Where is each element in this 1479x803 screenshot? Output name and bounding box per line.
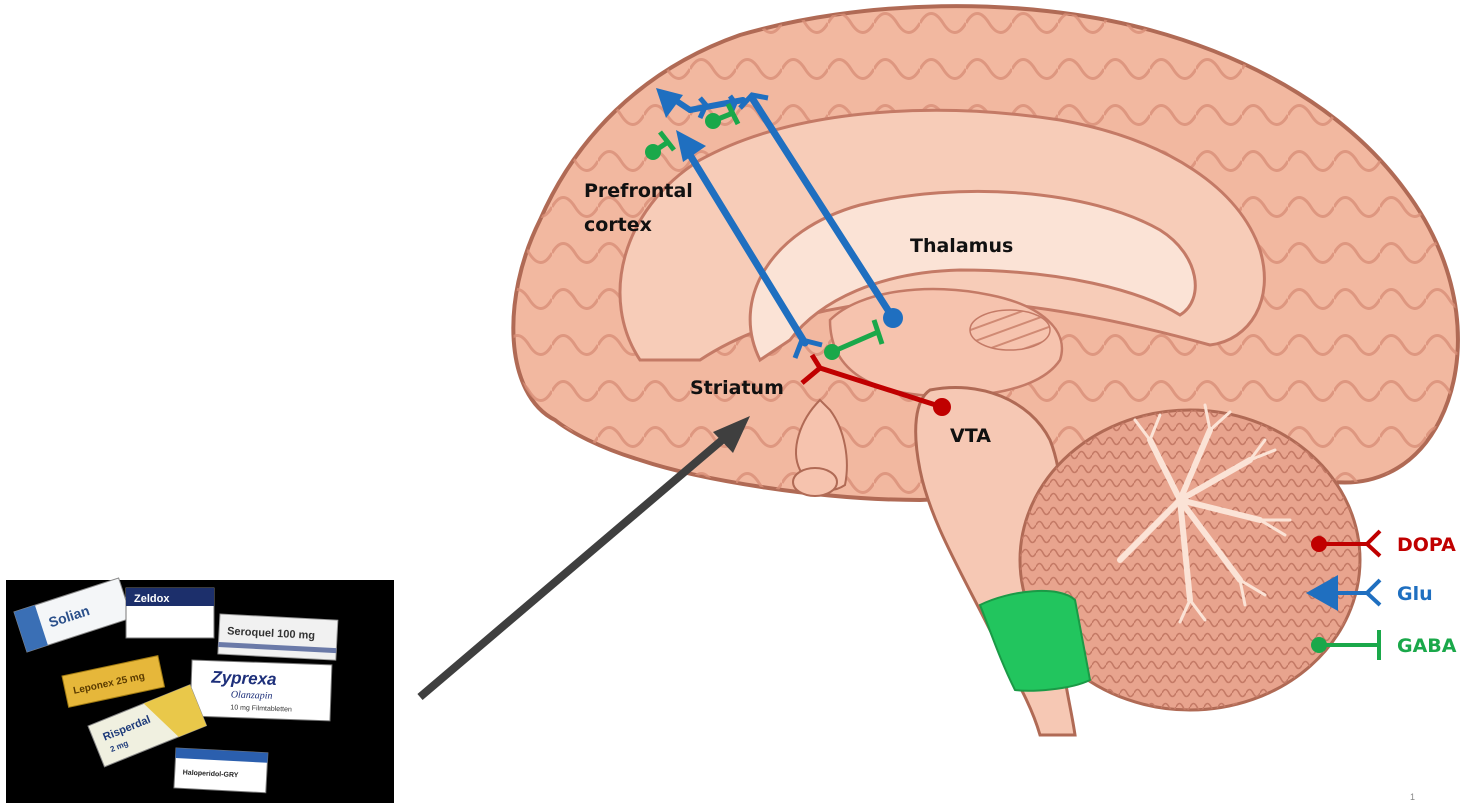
label-thalamus: Thalamus [910, 235, 1013, 257]
label-cortex: cortex [584, 214, 652, 236]
drug-box-zyprexa-label: Zyprexa [210, 668, 277, 689]
drug-box-haloperidol: Haloperidol-GRY [174, 748, 268, 793]
label-prefrontal: Prefrontal [584, 180, 693, 202]
brain-illustration [513, 6, 1458, 735]
drug-box-zyprexa: Zyprexa Olanzapin 10 mg Filmtabletten [190, 660, 332, 721]
legend-gaba-label: GABA [1397, 635, 1457, 657]
label-striatum: Striatum [690, 377, 784, 399]
spinal-highlight [980, 591, 1090, 691]
drug-box-zeldox: Zeldox [126, 588, 214, 638]
pointer-arrow [420, 416, 750, 697]
antipsychotic-drugs-photo: Solian Zeldox Seroquel 100 mg Leponex 25… [6, 578, 394, 803]
label-vta: VTA [950, 425, 991, 447]
drug-box-seroquel: Seroquel 100 mg [218, 614, 338, 660]
legend-dopa-label: DOPA [1397, 534, 1456, 556]
drug-box-olanzapin-label: Olanzapin [231, 689, 273, 701]
drug-box-zeldox-label: Zeldox [134, 593, 170, 605]
legend-glu-label: Glu [1397, 583, 1433, 605]
page-number: 1 [1410, 792, 1415, 802]
